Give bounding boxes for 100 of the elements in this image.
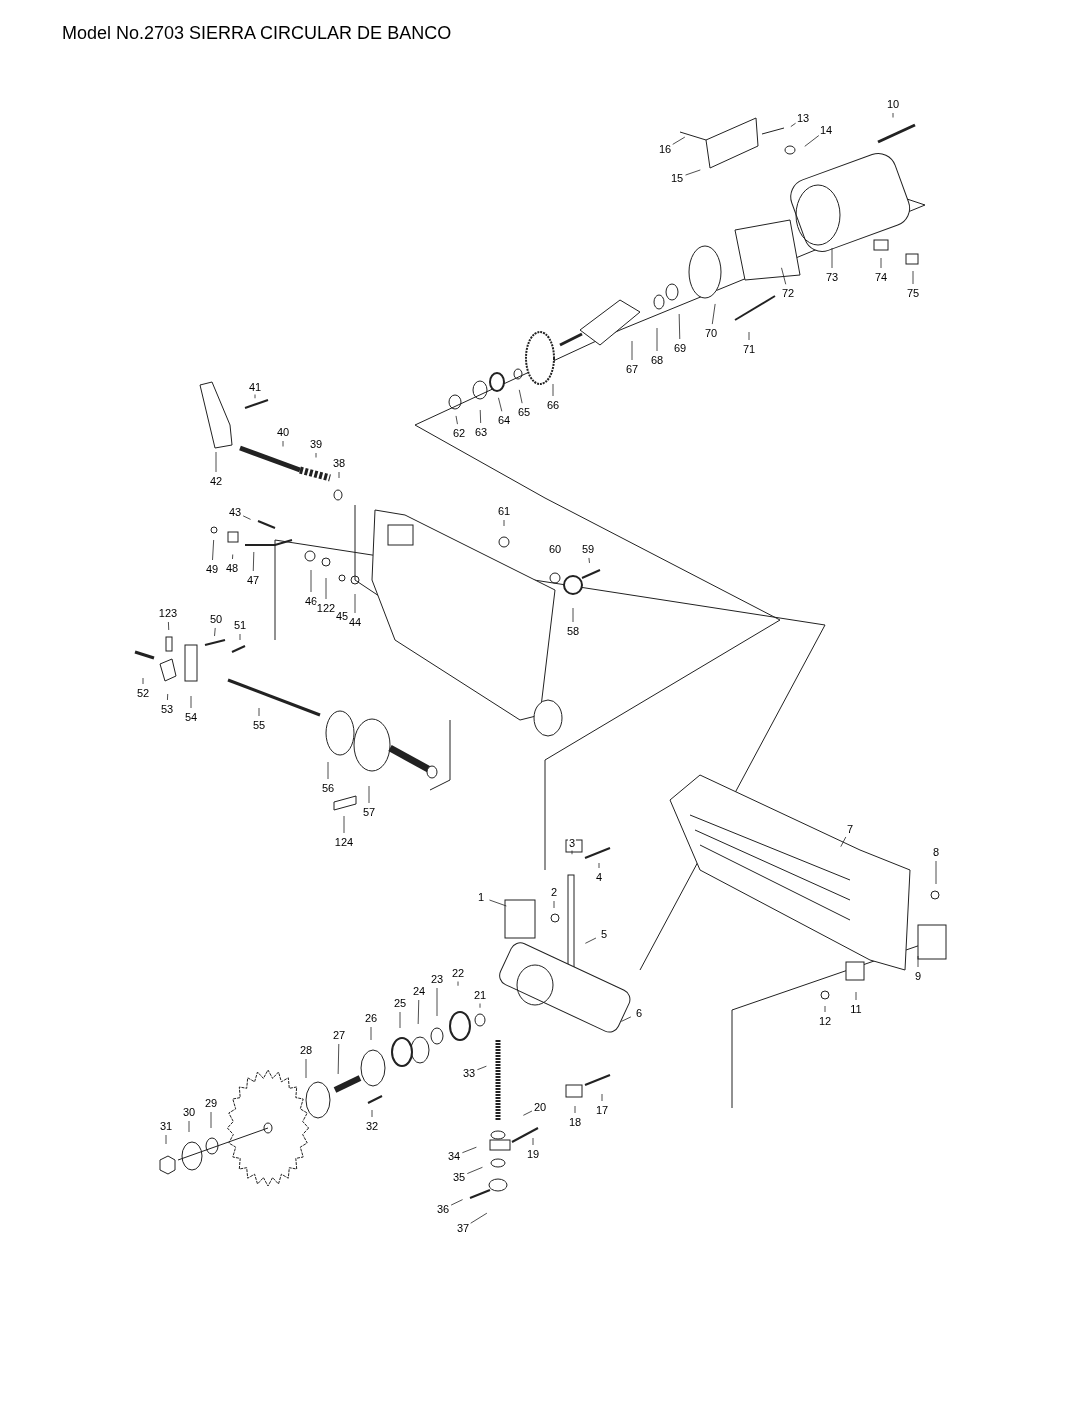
callout-number: 27: [331, 1029, 347, 1041]
callout-number: 20: [532, 1101, 548, 1113]
leader-line: [167, 693, 169, 701]
callout-number: 17: [594, 1104, 610, 1116]
callout-number: 56: [320, 782, 336, 794]
leader-line: [212, 539, 215, 561]
leader-line: [804, 135, 820, 147]
leader-line: [574, 1105, 576, 1114]
leader-line: [522, 1110, 533, 1116]
callout-number: 53: [159, 703, 175, 715]
callout-number: 45: [334, 610, 350, 622]
leader-line: [282, 440, 284, 447]
leader-line: [477, 1065, 487, 1071]
leader-line: [917, 955, 919, 968]
leader-line: [310, 569, 312, 593]
callout-number: 61: [496, 505, 512, 517]
leader-line: [466, 1166, 483, 1174]
callout-number: 4: [594, 871, 604, 883]
leader-line: [912, 270, 914, 285]
callout-number: 40: [275, 426, 291, 438]
leader-line: [368, 785, 370, 804]
leader-line: [598, 862, 600, 869]
callout-number: 39: [308, 438, 324, 450]
callout-number: 64: [496, 414, 512, 426]
callout-number: 51: [232, 619, 248, 631]
leader-line: [305, 1058, 307, 1079]
leader-line: [621, 1016, 632, 1022]
callout-number: 71: [741, 343, 757, 355]
callout-number: 55: [251, 719, 267, 731]
leader-line: [258, 707, 260, 717]
leader-line: [711, 303, 716, 325]
leader-line: [518, 389, 523, 404]
leader-line: [343, 815, 345, 834]
callout-number: 50: [208, 613, 224, 625]
callout-number: 63: [473, 426, 489, 438]
callout-number: 34: [446, 1150, 462, 1162]
leader-line: [232, 554, 234, 560]
leader-line: [450, 1199, 463, 1206]
callout-number: 69: [672, 342, 688, 354]
callout-number: 54: [183, 711, 199, 723]
leader-line: [880, 257, 882, 269]
callout-number: 75: [905, 287, 921, 299]
callout-number: 36: [435, 1203, 451, 1215]
callout-number: 18: [567, 1116, 583, 1128]
leader-line: [631, 340, 633, 361]
leader-line: [479, 1003, 481, 1009]
callout-number: 68: [649, 354, 665, 366]
leader-line: [239, 633, 241, 641]
leader-line: [327, 761, 329, 780]
callout-number: 73: [824, 271, 840, 283]
leader-line: [470, 1212, 488, 1224]
leader-line: [498, 397, 503, 412]
leader-line: [457, 981, 459, 987]
leader-line: [190, 695, 192, 709]
callout-number: 25: [392, 997, 408, 1009]
leader-line: [399, 1011, 401, 1029]
callout-number: 13: [795, 112, 811, 124]
callout-number: 16: [657, 143, 673, 155]
callout-number: 66: [545, 399, 561, 411]
callout-number: 123: [157, 607, 179, 619]
leader-line: [572, 607, 574, 623]
callout-number: 58: [565, 625, 581, 637]
leader-line: [532, 1137, 534, 1146]
callout-number: 31: [158, 1120, 174, 1132]
leader-line: [371, 1109, 373, 1118]
leader-line: [338, 471, 340, 479]
callout-number: 49: [204, 563, 220, 575]
leader-line: [781, 267, 787, 285]
leader-line: [748, 331, 750, 341]
leader-line: [656, 327, 658, 352]
callout-number: 48: [224, 562, 240, 574]
callout-number: 33: [461, 1067, 477, 1079]
callout-number: 47: [245, 574, 261, 586]
callout-number: 52: [135, 687, 151, 699]
callout-number: 67: [624, 363, 640, 375]
leader-line: [215, 451, 217, 473]
callout-number: 41: [247, 381, 263, 393]
leader-line: [584, 937, 597, 944]
callout-number: 38: [331, 457, 347, 469]
callout-number: 22: [450, 967, 466, 979]
leader-line: [354, 593, 356, 614]
callout-number: 7: [845, 823, 855, 835]
leader-line: [436, 987, 438, 1017]
leader-line: [824, 1005, 826, 1013]
leader-line: [242, 515, 251, 520]
callout-number: 23: [429, 973, 445, 985]
leader-line: [935, 860, 937, 885]
leader-line: [188, 1120, 190, 1133]
leader-line: [678, 313, 681, 340]
callout-number: 65: [516, 406, 532, 418]
leader-line: [462, 1146, 477, 1154]
leader-line: [503, 519, 505, 527]
leader-line: [892, 112, 894, 118]
leader-line: [325, 577, 327, 600]
callout-number: 15: [669, 172, 685, 184]
callout-number: 1: [476, 891, 486, 903]
callout-number: 2: [549, 886, 559, 898]
leader-line: [601, 1093, 603, 1102]
leader-line: [571, 850, 573, 855]
leader-line: [210, 1111, 212, 1129]
